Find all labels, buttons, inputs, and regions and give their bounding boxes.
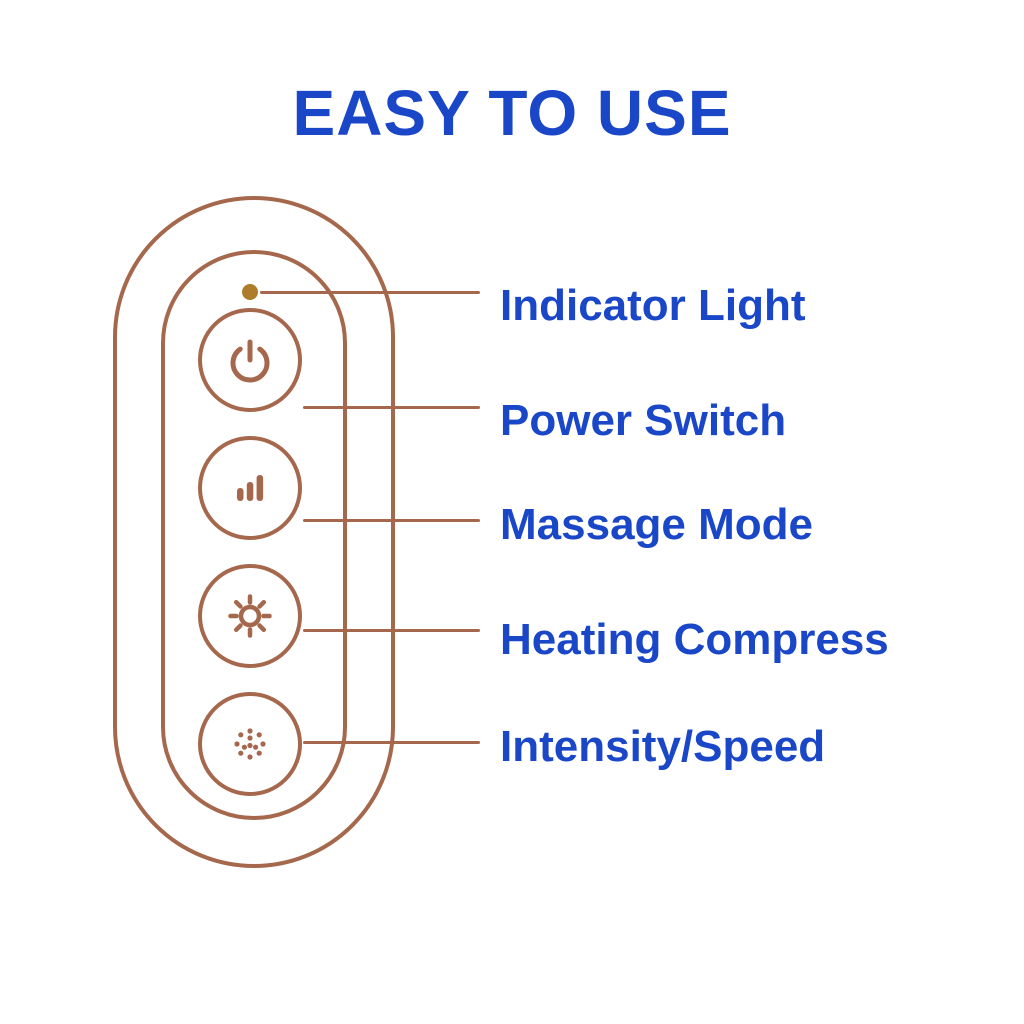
massage-mode-icon [220,458,280,518]
power-button [198,308,302,412]
power-callout-line [303,406,480,409]
label-massage-mode: Massage Mode [500,500,813,549]
massage-mode-button [198,436,302,540]
label-indicator-light: Indicator Light [500,281,806,330]
intensity-callout-line [303,741,480,744]
indicator-light-dot [242,284,258,300]
intensity-dots-icon [220,714,280,774]
heating-callout-line [303,629,480,632]
intensity-speed-button [198,692,302,796]
indicator-callout-line [260,291,480,294]
page-title: EASY TO USE [292,77,732,149]
label-intensity-speed: Intensity/Speed [500,722,826,771]
label-power-switch: Power Switch [500,396,787,445]
power-icon [220,330,280,390]
heating-sun-icon [220,586,280,646]
heating-compress-button [198,564,302,668]
label-heating-compress: Heating Compress [500,615,889,664]
massage-callout-line [303,519,480,522]
remote-inner-outline [161,250,347,820]
